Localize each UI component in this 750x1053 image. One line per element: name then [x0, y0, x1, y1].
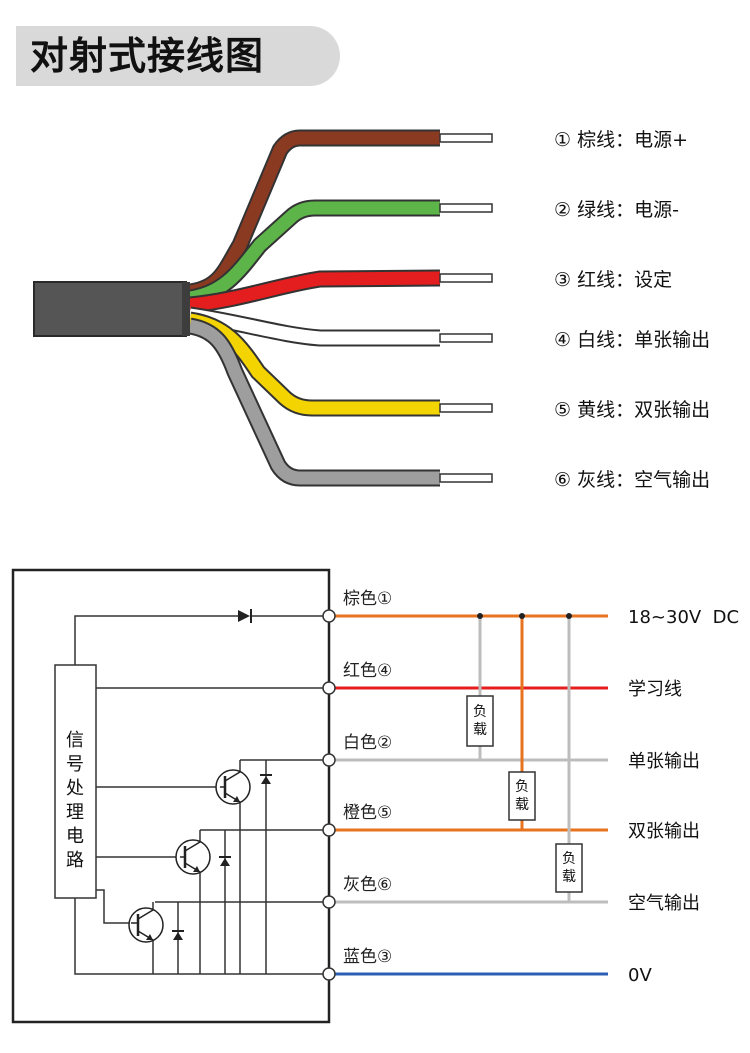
- wire-label-2: ② 绿线：电源-: [554, 199, 679, 221]
- terminal-6: [322, 967, 336, 981]
- sensor-box: [11, 568, 331, 1024]
- output-label-2: 学习线: [628, 679, 682, 700]
- load-label-char: 载: [473, 722, 487, 738]
- cable-jacket: [33, 281, 187, 337]
- wire-gray: [188, 319, 440, 485]
- output-label-5: 空气输出: [628, 893, 700, 914]
- wire-label-5: ⑤ 黄线：双张输出: [554, 399, 710, 421]
- diode-supply: [238, 609, 252, 623]
- conductor-end-3: [439, 273, 493, 283]
- output-label-6: 0V: [628, 965, 652, 986]
- transistor-2-arrow: [193, 866, 200, 872]
- conductor-end-1: [439, 133, 493, 143]
- page-title: 对射式接线图: [30, 34, 265, 78]
- conductor-end-6: [439, 473, 493, 483]
- transistor-3: [128, 907, 164, 943]
- transistor-1-arrow: [233, 796, 240, 802]
- load-box-3: [555, 843, 583, 893]
- load-box-1: [466, 695, 494, 747]
- processor-label-char: 处: [66, 778, 84, 799]
- wire-label-3: ③ 红线：设定: [554, 269, 672, 291]
- terminal-3: [322, 753, 336, 767]
- processor-label-char: 理: [66, 802, 84, 823]
- cable-jacket-end: [182, 282, 190, 336]
- title-tab: [16, 26, 340, 86]
- terminal-5: [322, 895, 336, 909]
- output-label-1: 18~30V DC: [628, 607, 739, 628]
- wire-label-6: ⑥ 灰线：空气输出: [554, 469, 710, 491]
- terminal-label-4: 橙色⑤: [343, 803, 392, 823]
- output-label-4: 双张输出: [628, 821, 700, 842]
- terminal-label-2: 红色④: [343, 661, 392, 681]
- conductor-end-4: [439, 333, 493, 343]
- transistor-1: [215, 769, 251, 805]
- load-label-char: 负: [562, 851, 576, 867]
- terminal-1: [322, 609, 336, 623]
- terminal-4: [322, 823, 336, 837]
- conductor-end-5: [439, 403, 493, 413]
- load-box-2: [508, 771, 536, 821]
- load-label-char: 载: [515, 797, 529, 813]
- transistor-3-arrow: [146, 934, 153, 940]
- terminal-label-1: 棕色①: [343, 589, 392, 609]
- output-label-3: 单张输出: [628, 751, 700, 772]
- wire-red: [189, 271, 441, 312]
- wire-green: [188, 201, 440, 305]
- processor-label-char: 信: [66, 730, 84, 751]
- wire-label-1: ① 棕线：电源+: [554, 129, 688, 151]
- transistor-2: [175, 839, 211, 875]
- terminal-label-5: 灰色⑥: [343, 875, 392, 895]
- conductor-end-2: [439, 203, 493, 213]
- terminal-label-3: 白色②: [343, 733, 392, 753]
- clamp-diodes: [172, 774, 272, 940]
- load-label-char: 载: [562, 869, 576, 885]
- signal-processor-block: [54, 664, 97, 899]
- processor-label-char: 电: [66, 826, 84, 847]
- cable-diagram: ① 棕线：电源+ ② 绿线：电源- ③ 红线：设定 ④ 白线：单张输出 ⑤ 黄线…: [33, 129, 710, 491]
- terminal-2: [322, 681, 336, 695]
- processor-label-char: 路: [66, 850, 84, 871]
- load-label-char: 负: [473, 704, 487, 720]
- wire-label-4: ④ 白线：单张输出: [554, 329, 710, 351]
- terminal-label-6: 蓝色③: [343, 947, 392, 967]
- processor-label-char: 号: [66, 754, 84, 775]
- load-label-char: 负: [515, 779, 529, 795]
